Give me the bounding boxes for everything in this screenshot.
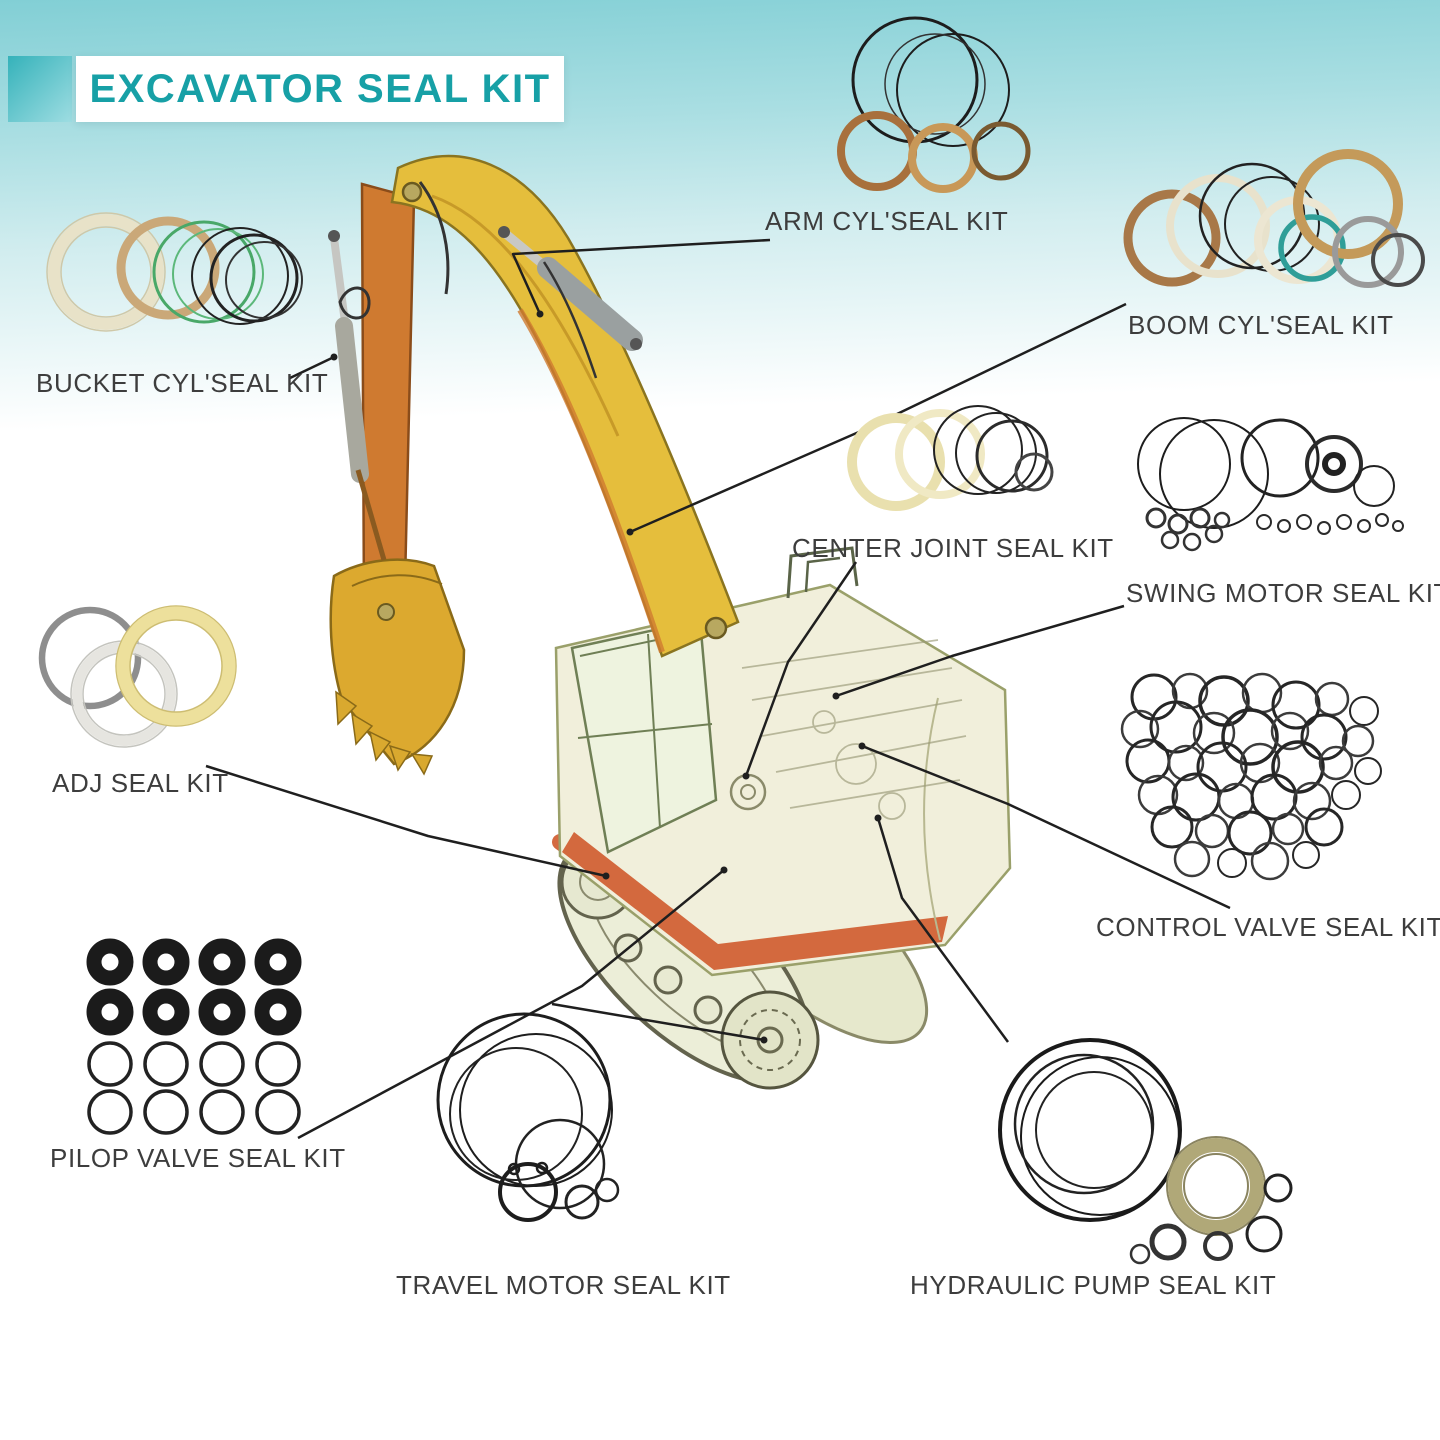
leader-swing-motor — [835, 604, 1125, 698]
label-arm-cyl-seal-kit: ARM CYL'SEAL KIT — [765, 206, 1009, 236]
leader-arm-cyl — [511, 238, 771, 315]
label-center-joint-seal-kit: CENTER JOINT SEAL KIT — [792, 533, 1114, 563]
leader-endpoints — [330, 310, 882, 1044]
label-bucket-cyl-seal-kit: BUCKET CYL'SEAL KIT — [36, 368, 329, 398]
leader-bucket-cyl — [289, 355, 335, 380]
leader-center-joint — [744, 561, 858, 777]
boom-seal-rings — [1123, 149, 1425, 288]
body-orange-stripe — [562, 832, 948, 970]
corner-accent-square — [8, 56, 72, 122]
bucket-cylinder — [328, 230, 387, 561]
label-travel-motor-seal-kit: TRAVEL MOTOR SEAL KIT — [396, 1270, 731, 1300]
pilot-valve-seal-rings — [86, 938, 302, 1135]
swing-motor-seal-rings — [1137, 417, 1404, 552]
control-valve-seal-rings — [1120, 672, 1382, 881]
leader-pilot-valve — [297, 869, 725, 1140]
bucket-teeth — [335, 690, 434, 776]
label-swing-motor-seal-kit: SWING MOTOR SEAL KIT — [1126, 578, 1440, 608]
page-title: EXCAVATOR SEAL KIT — [89, 66, 551, 111]
travel-motor-seal-rings — [436, 1012, 620, 1222]
hydraulic-hoses — [338, 181, 598, 379]
adj-seal-rings — [38, 605, 237, 748]
label-boom-cyl-seal-kit: BOOM CYL'SEAL KIT — [1128, 310, 1394, 340]
label-pilot-valve-seal-kit: PILOP VALVE SEAL KIT — [50, 1143, 346, 1173]
leader-hydraulic-pump — [876, 817, 1010, 1043]
leader-travel-motor — [551, 1002, 765, 1042]
bucket — [329, 558, 466, 776]
excavator-illustration — [328, 154, 1012, 1090]
counterweight-line — [923, 697, 941, 941]
hydraulic-pump-seal-rings — [998, 1038, 1293, 1265]
body-sketch-lines — [741, 639, 967, 820]
leader-control-valve — [861, 744, 1231, 910]
label-control-valve-seal-kit: CONTROL VALVE SEAL KIT — [1096, 912, 1440, 942]
handrail — [786, 546, 859, 599]
label-hydraulic-pump-seal-kit: HYDRAULIC PUMP SEAL KIT — [910, 1270, 1277, 1300]
boom — [390, 154, 740, 658]
center-joint-seal-rings — [847, 405, 1054, 511]
label-adj-seal-kit: ADJ SEAL KIT — [52, 768, 229, 798]
leader-adj — [205, 764, 607, 878]
arm-seal-rings — [837, 16, 1031, 193]
title-banner: EXCAVATOR SEAL KIT — [76, 56, 564, 122]
bucket-seal-rings — [46, 212, 303, 332]
